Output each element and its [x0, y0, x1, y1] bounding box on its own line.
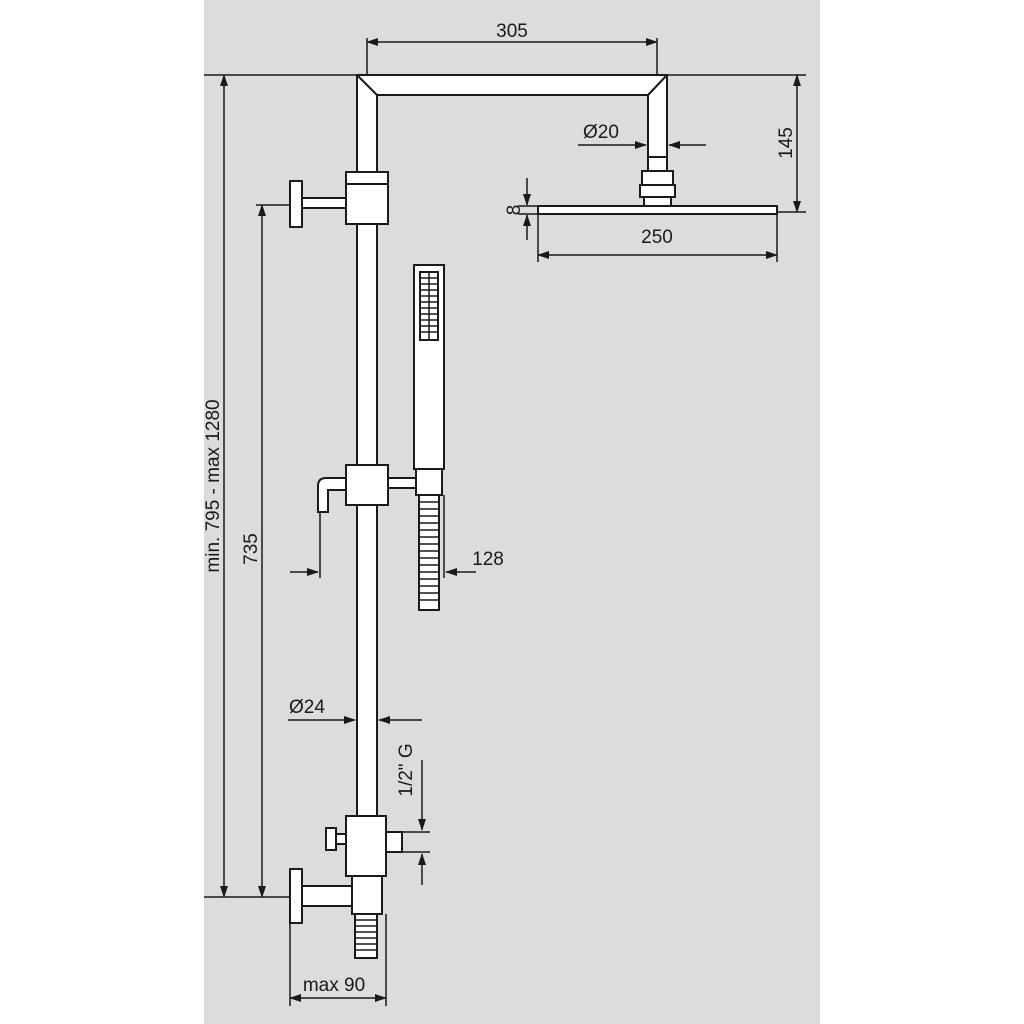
hand-shower: [413, 264, 445, 611]
dim-rail-total-height: min. 795 - max 1280: [203, 399, 224, 572]
dim-thread: 1/2" G: [396, 743, 417, 796]
dimension-lines: [220, 38, 801, 1002]
dim-handshower-offset: 128: [472, 549, 504, 570]
dim-rail-height: 735: [241, 533, 262, 565]
dim-head-thickness: 8: [504, 205, 525, 216]
shower-head: [537, 156, 778, 215]
dim-wall-distance: max 90: [303, 975, 365, 996]
dim-arm-length: 305: [496, 21, 528, 42]
dim-head-width: 250: [641, 227, 673, 248]
diagram-panel: [204, 0, 820, 1024]
dim-rail-diameter: Ø24: [289, 697, 325, 718]
dim-head-height: 145: [776, 127, 797, 159]
slider-holder: [317, 464, 417, 513]
diverter-valve: [289, 815, 403, 959]
extension-lines: [204, 38, 806, 1006]
dim-arm-diameter: Ø20: [583, 122, 619, 143]
shower-arm: [356, 74, 668, 173]
